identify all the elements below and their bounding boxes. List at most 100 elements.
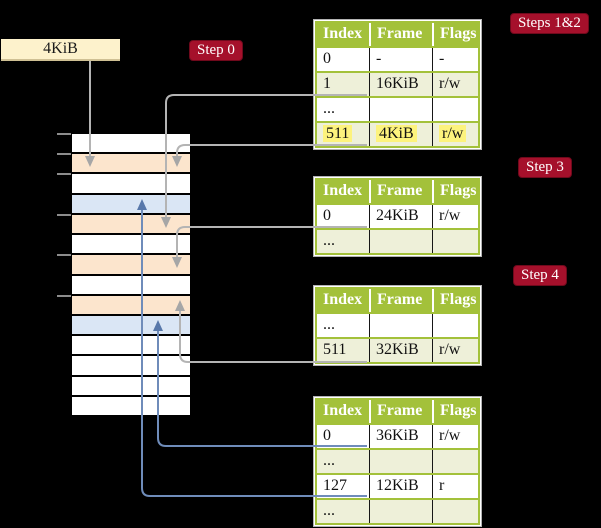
col-header-flags: Flags bbox=[432, 180, 478, 203]
table-cell: 0 bbox=[323, 50, 331, 67]
table-row: 0 - - bbox=[317, 48, 478, 71]
memory-frame-44KiB bbox=[72, 356, 190, 375]
memory-tick bbox=[57, 254, 71, 256]
table-row-highlighted: 511 4KiB r/w bbox=[317, 123, 478, 146]
table-cell: 36KiB bbox=[369, 425, 432, 448]
table-cell: - bbox=[369, 48, 432, 71]
memory-frame-20KiB bbox=[72, 235, 190, 254]
table-cell: 24KiB bbox=[369, 205, 432, 228]
table-cell: 511 bbox=[323, 341, 347, 358]
table-cell: ... bbox=[323, 502, 335, 519]
table-row: 0 36KiB r/w bbox=[317, 425, 478, 448]
table-cell: r/w bbox=[432, 73, 478, 96]
table-header-row: Index Frame Flags bbox=[317, 180, 478, 203]
highlighted-value: r/w bbox=[439, 125, 467, 142]
memory-frame-40KiB bbox=[72, 336, 190, 355]
page-size-label: 4KiB bbox=[43, 40, 78, 57]
physical-memory-stack bbox=[72, 134, 190, 416]
step-3-label: Step 3 bbox=[526, 159, 564, 175]
table-cell: 12KiB bbox=[369, 475, 432, 498]
memory-frame-24KiB bbox=[72, 255, 190, 274]
table-cell: 4KiB bbox=[369, 123, 432, 146]
table-cell: - bbox=[432, 48, 478, 71]
table-cell bbox=[432, 98, 478, 121]
table-cell: ... bbox=[323, 316, 335, 333]
table-cell: 32KiB bbox=[369, 339, 432, 362]
memory-frame-8KiB bbox=[72, 174, 190, 193]
table-cell: ... bbox=[323, 232, 335, 249]
col-header-frame: Frame bbox=[369, 180, 432, 203]
table-cell bbox=[432, 230, 478, 253]
table-row: 511 32KiB r/w bbox=[317, 339, 478, 362]
col-header-flags: Flags bbox=[432, 23, 478, 46]
table-row: ... bbox=[317, 314, 478, 337]
col-header-frame: Frame bbox=[369, 400, 432, 423]
col-header-flags: Flags bbox=[432, 289, 478, 312]
table-row: ... bbox=[317, 230, 478, 253]
table-header-row: Index Frame Flags bbox=[317, 400, 478, 423]
table-row: 1 16KiB r/w bbox=[317, 73, 478, 96]
page-table-step-4: Index Frame Flags ... 511 32KiB r/w bbox=[313, 285, 482, 366]
col-header-index: Index bbox=[323, 402, 363, 419]
page-table-step-3: Index Frame Flags 0 24KiB r/w ... bbox=[313, 176, 482, 257]
table-cell: r/w bbox=[432, 123, 478, 146]
memory-frame-52KiB bbox=[72, 396, 190, 416]
table-cell: 511 bbox=[317, 123, 369, 146]
memory-frame-0KiB bbox=[72, 134, 190, 153]
table-row: 127 12KiB r bbox=[317, 475, 478, 498]
memory-tick bbox=[57, 214, 71, 216]
table-row: ... bbox=[317, 98, 478, 121]
memory-frame-28KiB bbox=[72, 275, 190, 294]
col-header-frame: Frame bbox=[369, 23, 432, 46]
table-cell bbox=[432, 314, 478, 337]
table-header-row: Index Frame Flags bbox=[317, 289, 478, 312]
table-row: ... bbox=[317, 450, 478, 473]
table-cell bbox=[369, 500, 432, 523]
step-0-label: Step 0 bbox=[197, 42, 235, 58]
highlighted-value: 511 bbox=[323, 125, 353, 142]
memory-frame-36KiB bbox=[72, 315, 190, 335]
page-table-bottom: Index Frame Flags 0 36KiB r/w ... 127 12… bbox=[313, 396, 482, 527]
table-cell bbox=[369, 450, 432, 473]
table-cell: r/w bbox=[432, 205, 478, 228]
memory-frame-12KiB bbox=[72, 194, 190, 213]
table-cell bbox=[369, 314, 432, 337]
table-row: ... bbox=[317, 500, 478, 523]
table-cell: 127 bbox=[323, 477, 347, 494]
table-cell: 0 bbox=[323, 427, 331, 444]
memory-tick bbox=[57, 295, 71, 297]
col-header-index: Index bbox=[323, 25, 363, 42]
table-cell: r/w bbox=[432, 425, 478, 448]
steps-1-2-badge: Steps 1&2 bbox=[510, 13, 589, 34]
table-cell: r bbox=[432, 475, 478, 498]
table-cell: ... bbox=[323, 452, 335, 469]
page-table-steps-1-2: Index Frame Flags 0 - - 1 16KiB r/w ... … bbox=[313, 19, 482, 150]
memory-frame-48KiB bbox=[72, 376, 190, 395]
step-4-label: Step 4 bbox=[521, 267, 559, 283]
table-row: 0 24KiB r/w bbox=[317, 205, 478, 228]
memory-frame-16KiB bbox=[72, 214, 190, 234]
step-4-badge: Step 4 bbox=[513, 265, 567, 286]
col-header-frame: Frame bbox=[369, 289, 432, 312]
page-size-callout: 4KiB bbox=[1, 39, 120, 61]
table-cell: r/w bbox=[432, 339, 478, 362]
step-3-badge: Step 3 bbox=[518, 157, 572, 178]
memory-tick bbox=[57, 133, 71, 135]
table-cell: ... bbox=[323, 100, 335, 117]
memory-tick bbox=[57, 173, 71, 175]
highlighted-value: 4KiB bbox=[376, 125, 417, 142]
table-cell bbox=[432, 450, 478, 473]
table-header-row: Index Frame Flags bbox=[317, 23, 478, 46]
table-cell: 16KiB bbox=[369, 73, 432, 96]
memory-tick bbox=[57, 153, 71, 155]
step-0-badge: Step 0 bbox=[189, 40, 243, 61]
col-header-index: Index bbox=[323, 291, 363, 308]
memory-frame-32KiB bbox=[72, 295, 190, 314]
table-cell bbox=[369, 230, 432, 253]
table-cell: 1 bbox=[323, 75, 331, 92]
table-cell bbox=[369, 98, 432, 121]
table-cell bbox=[432, 500, 478, 523]
table-cell: 0 bbox=[323, 207, 331, 224]
col-header-flags: Flags bbox=[432, 400, 478, 423]
